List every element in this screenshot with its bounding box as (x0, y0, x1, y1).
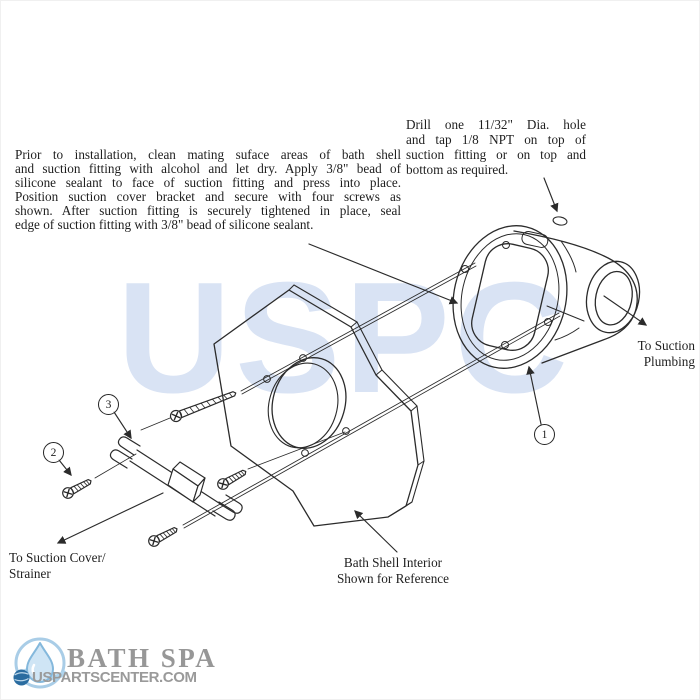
globe-icon (13, 669, 30, 686)
bath-spa-logo: BATH SPA USPARTSCENTER.COM (1, 631, 261, 697)
callout-balloon-2: 2 (43, 442, 64, 463)
instructions-line: Position suction cover bracket and secur… (15, 189, 401, 204)
instructions-line: edge of suction fitting with 3/8" bead o… (15, 217, 314, 232)
callout-balloon-1: 1 (534, 424, 555, 445)
water-drop-icon (14, 637, 67, 689)
installation-instructions: Prior to installation, clean mating sufa… (15, 148, 401, 232)
label-to-suction-cover-strainer: To Suction Cover/ Strainer (9, 550, 106, 581)
callout-balloon-3: 3 (98, 394, 119, 415)
callout2-leader (58, 459, 72, 477)
instructions-line: and suction fitting with alcohol and let… (15, 161, 401, 176)
shell-label-leader (354, 510, 398, 553)
suction-fitting (452, 216, 641, 369)
shell-cutout-hole (267, 357, 347, 449)
callout1-leader (526, 365, 542, 425)
label-to-suction-plumbing: To Suction Plumbing (637, 338, 695, 369)
drilled-hole (552, 216, 568, 226)
brand-name: BATH SPA (67, 643, 218, 673)
callout3-leader (113, 411, 132, 440)
drill-note-line: and tap 1/8 NPT on top of (406, 132, 586, 147)
suction-cover-bracket (109, 436, 243, 521)
instructions-line: shown. After suction fitting is securely… (15, 203, 401, 218)
alignment-lines (94, 262, 561, 529)
drill-note-leader (543, 177, 559, 213)
suction-port (585, 260, 641, 334)
drill-note-line: bottom as required. (406, 162, 509, 177)
drill-note-line: Drill one 11/32" Dia. hole (406, 117, 586, 132)
uspc-watermark: USPC (117, 250, 572, 426)
mounting-screws (60, 387, 250, 549)
instructions-leader (308, 243, 459, 305)
strainer-leader (56, 492, 164, 544)
instructions-line: silicone sealant to face of suction fitt… (15, 175, 401, 190)
website-name: USPARTSCENTER.COM (32, 669, 197, 686)
drill-note-line: suction fitting or on top and (406, 147, 586, 162)
plumbing-leader (603, 295, 648, 326)
drill-note: Drill one 11/32" Dia. hole and tap 1/8 N… (406, 117, 586, 177)
bath-shell-plate (213, 284, 425, 527)
instructions-line: Prior to installation, clean mating sufa… (15, 147, 401, 162)
label-bath-shell-reference: Bath Shell Interior Shown for Reference (336, 555, 450, 586)
leader-arrows (56, 177, 648, 553)
